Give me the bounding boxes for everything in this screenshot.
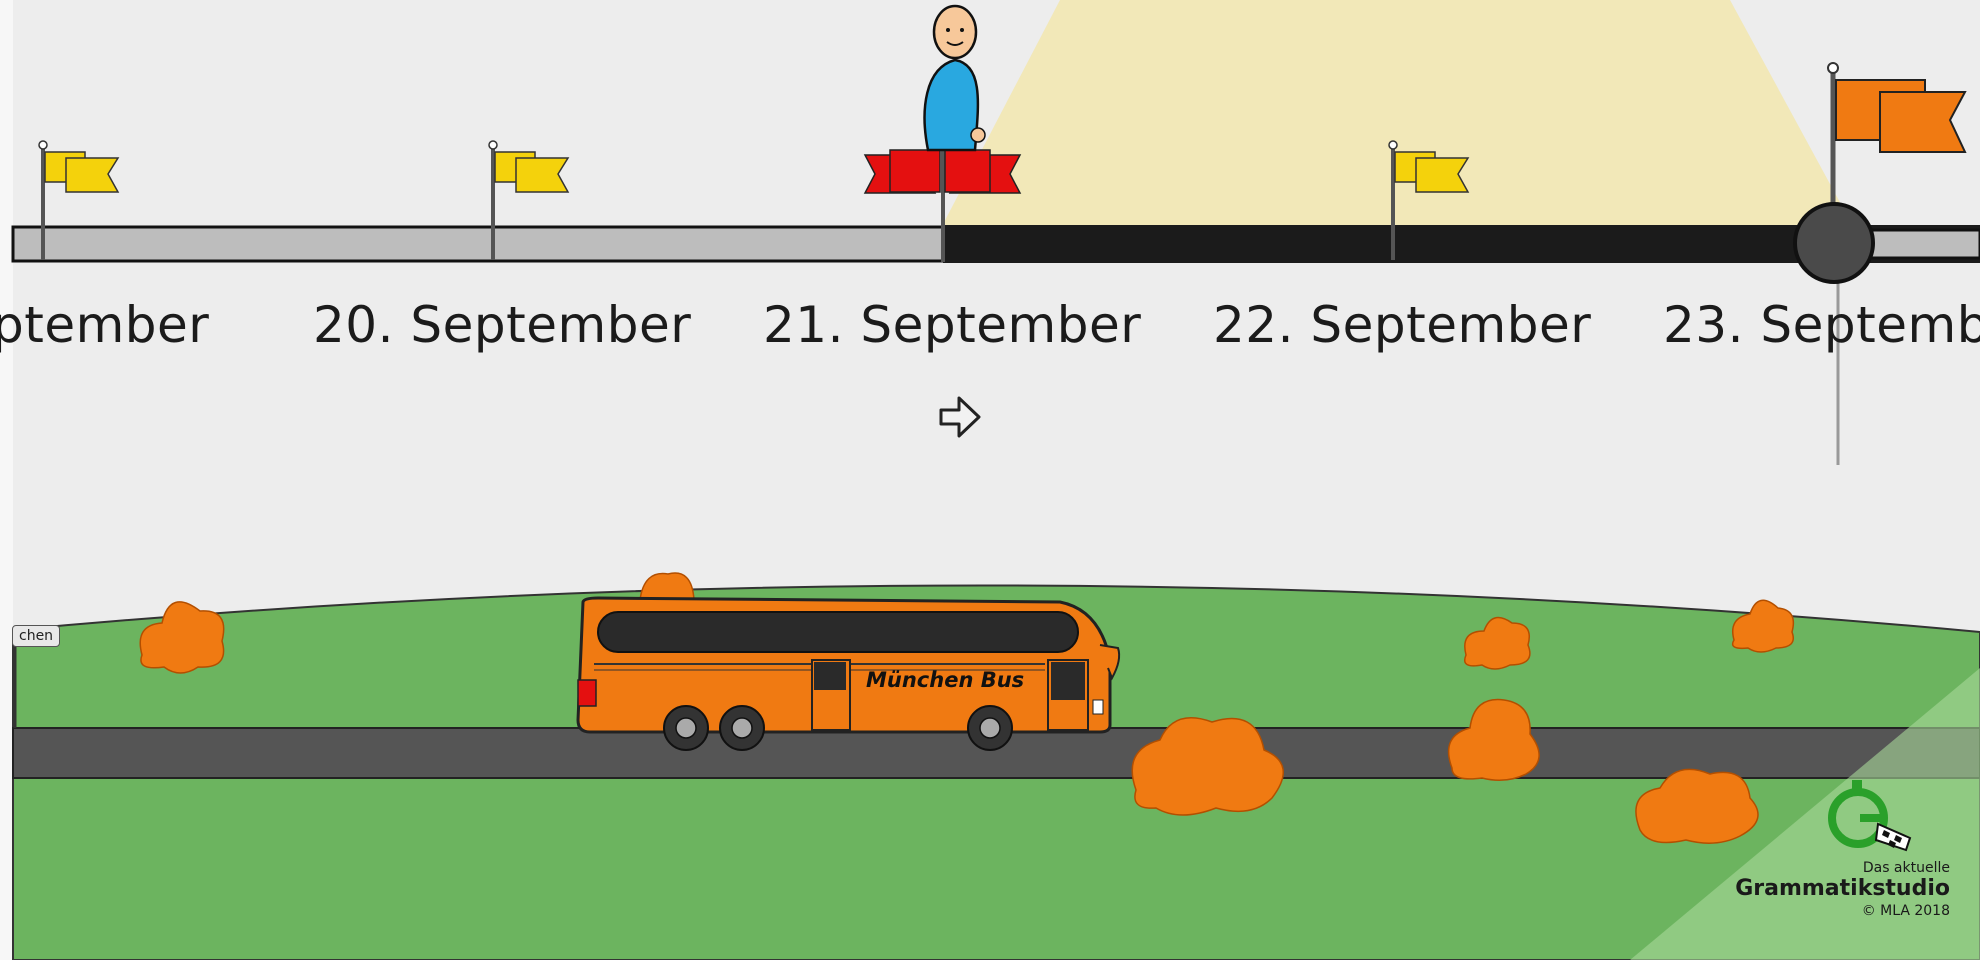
person-icon: [925, 6, 985, 150]
road-sign-label: chen: [12, 625, 60, 647]
next-arrow-button[interactable]: [935, 392, 985, 442]
bus-icon: [578, 598, 1119, 750]
spotlight: [940, 0, 1855, 230]
date-label-21-september: 21. September: [763, 296, 1141, 354]
bush-icon: [140, 602, 223, 673]
logo: Das aktuelle Grammatikstudio © MLA 2018: [1730, 774, 1950, 944]
flag-icon: [1795, 63, 1965, 465]
date-label-20-september: 20. September: [313, 296, 691, 354]
bus-label: München Bus: [866, 668, 1024, 692]
bush-icon: [1733, 600, 1794, 652]
logo-copyright: © MLA 2018: [1735, 902, 1950, 920]
timeline-bar: [13, 225, 1980, 263]
date-label-partial: ptember: [0, 296, 209, 354]
arrow-right-icon: [935, 392, 985, 442]
logo-line1: Das aktuelle: [1735, 860, 1950, 876]
date-label-22-september: 22. September: [1213, 296, 1591, 354]
logo-icon: [1820, 774, 1916, 854]
bush-icon: [640, 573, 694, 600]
left-margin: [0, 0, 13, 960]
logo-line2: Grammatikstudio: [1735, 876, 1950, 902]
date-label-23-september: 23. September: [1663, 296, 1980, 354]
